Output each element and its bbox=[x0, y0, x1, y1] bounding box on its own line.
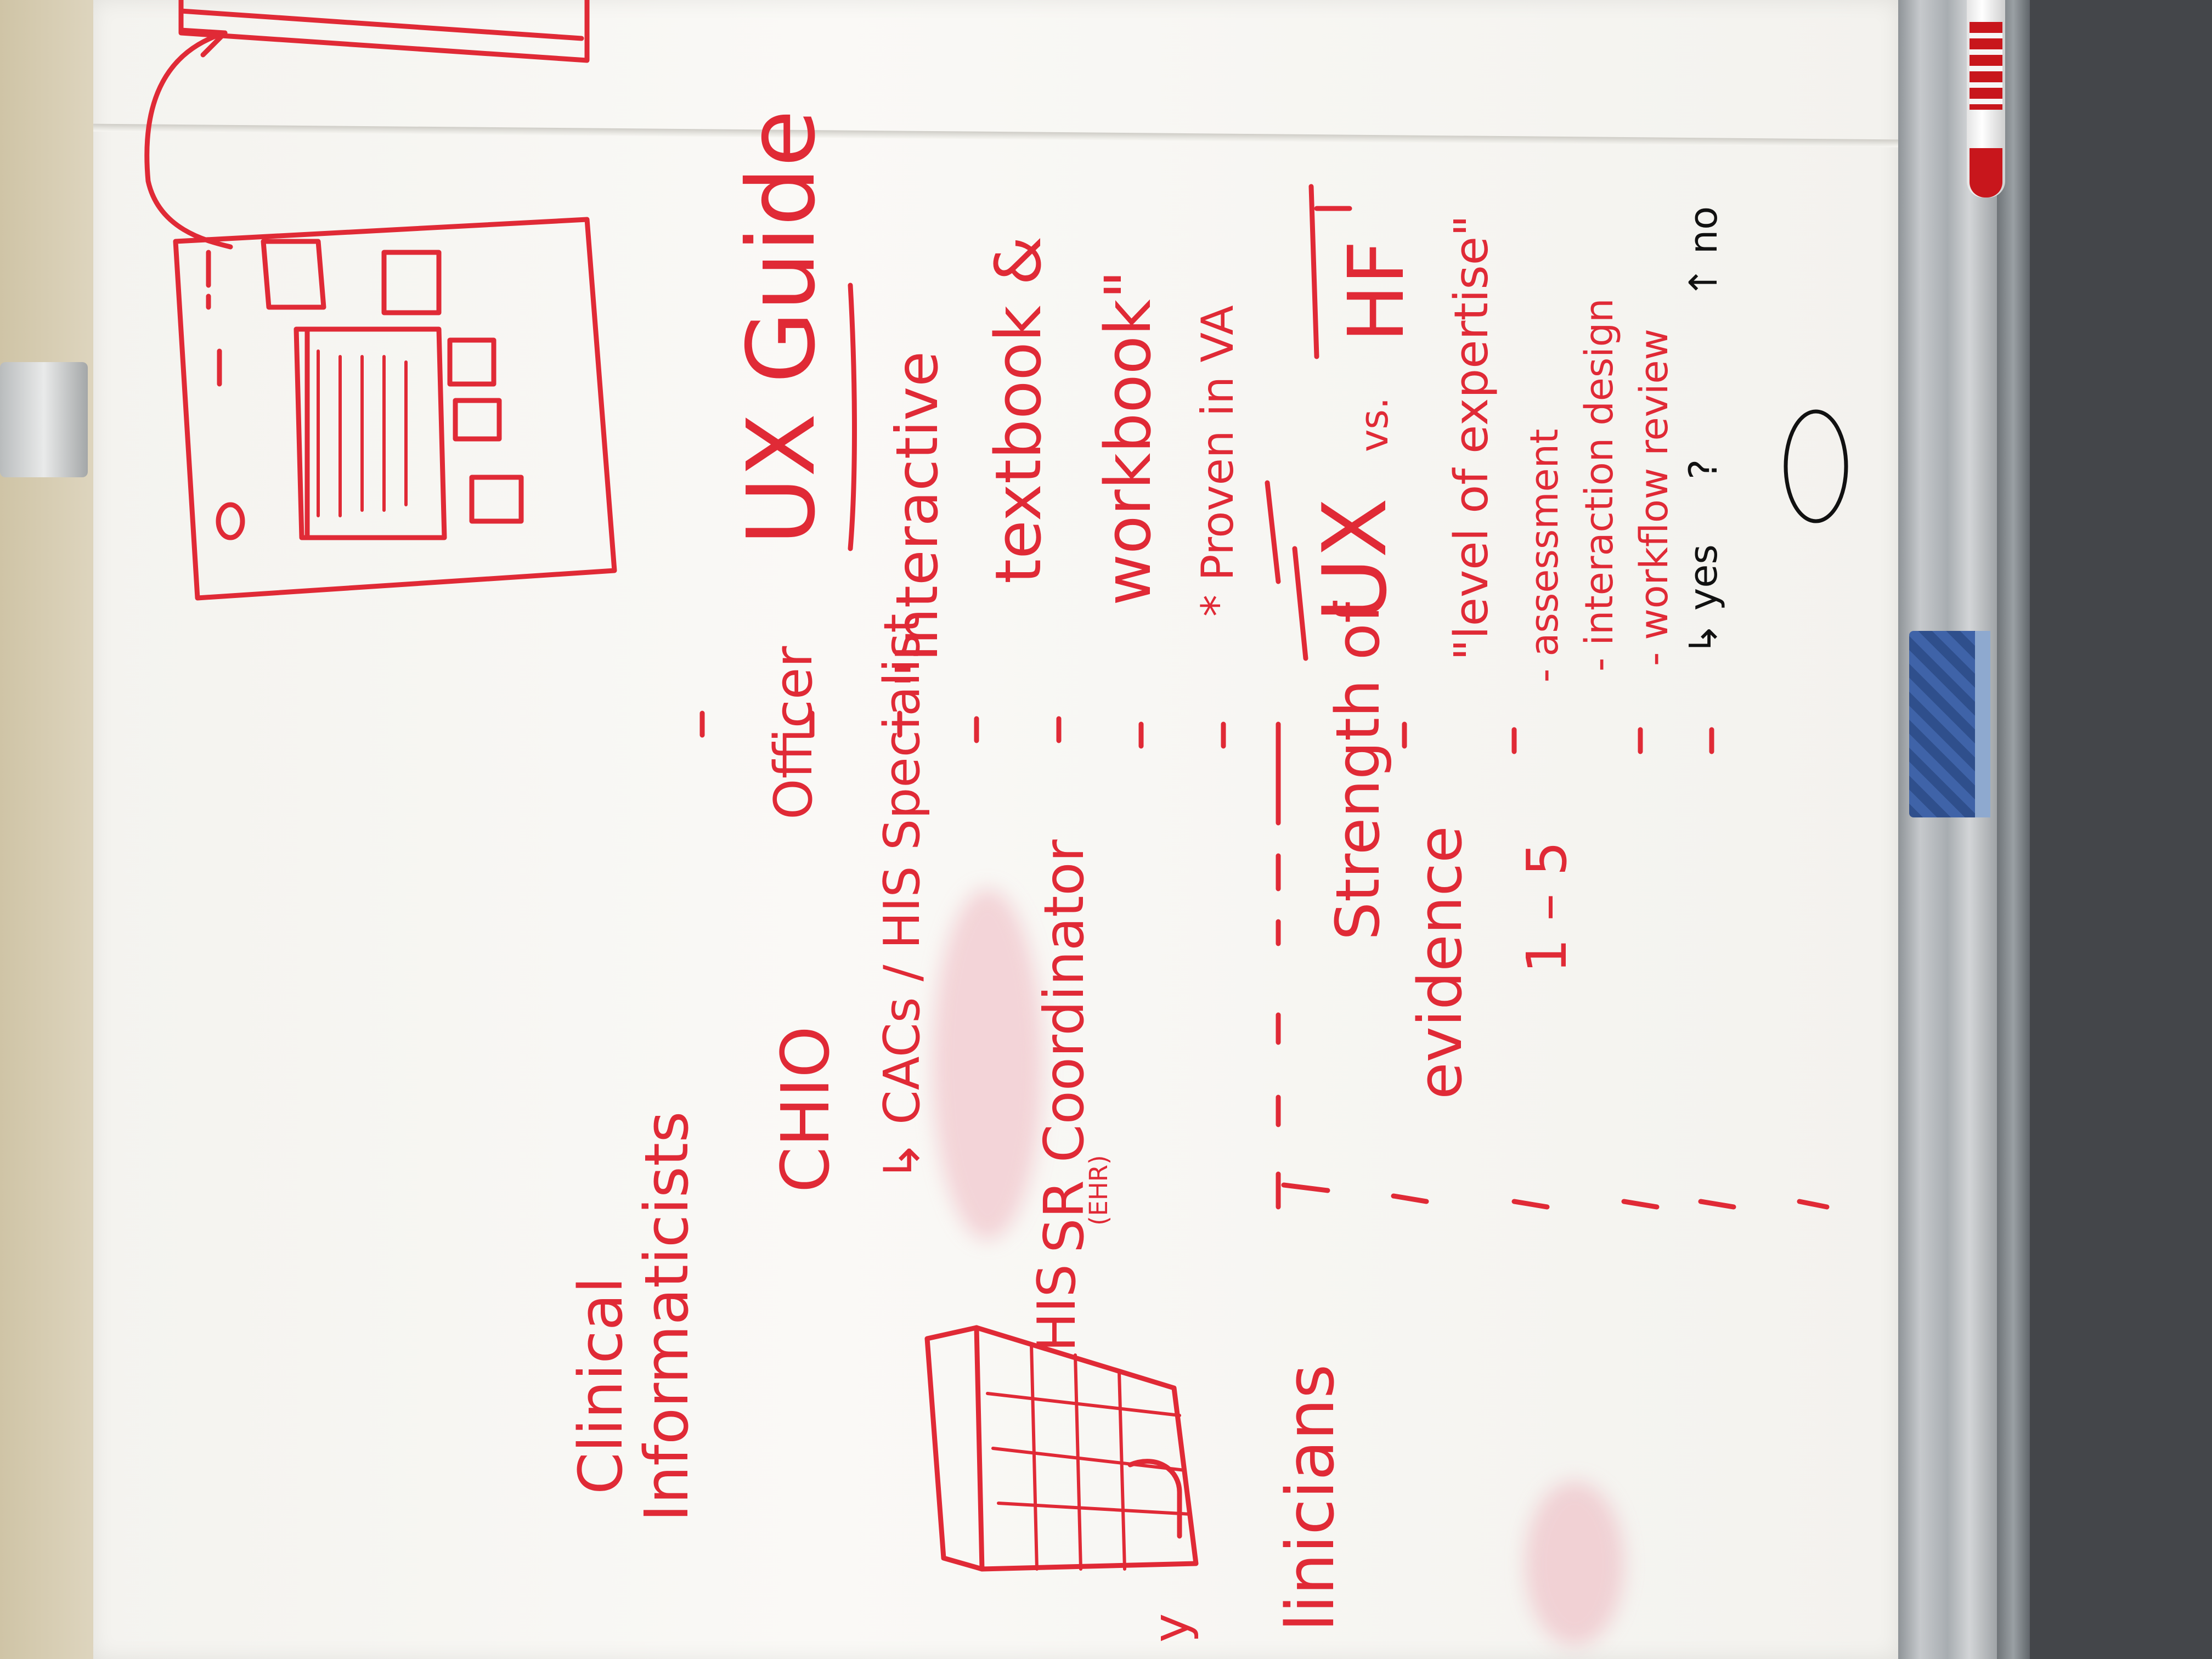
ux-note-interactive: "Interactive bbox=[884, 351, 951, 688]
hf-heading: HF bbox=[1332, 240, 1421, 342]
ux-guide-heading: UX Guide bbox=[727, 109, 836, 545]
building-label: HIS bbox=[1027, 1264, 1087, 1352]
building-sublabel: (EHR) bbox=[1084, 1155, 1113, 1226]
ux-guide-underline bbox=[848, 283, 857, 551]
connector-arrow bbox=[144, 30, 233, 250]
heading-clinical: Clinical bbox=[566, 1277, 636, 1494]
ux-vs-heading: UX bbox=[1304, 498, 1406, 622]
proven-underline bbox=[1265, 480, 1281, 584]
expertise-item-interaction-design: - interaction design bbox=[1577, 298, 1622, 672]
marker-tray bbox=[1898, 0, 2008, 1659]
evidence-scale: 1 – 5 bbox=[1515, 841, 1579, 973]
ux-note-textbook: textbook & bbox=[982, 236, 1056, 584]
tray-lip bbox=[1997, 0, 2030, 1659]
arrowhead bbox=[178, 27, 228, 58]
heading-clinicians: linicians bbox=[1273, 1364, 1349, 1632]
expertise-item-workflow-review: - workflow review bbox=[1632, 329, 1677, 666]
cutoff-y: y bbox=[1142, 1613, 1200, 1643]
wireframe-screen-sketch bbox=[173, 217, 617, 601]
question-circle bbox=[1784, 409, 1848, 523]
vs-label: vs. bbox=[1352, 397, 1397, 452]
dashed-divider-lines bbox=[699, 184, 1830, 1210]
evidence-evidence: evidence bbox=[1405, 826, 1475, 1099]
ux-note-proven: * Proven in VA bbox=[1192, 305, 1243, 617]
whiteboard-eraser bbox=[1909, 631, 1980, 817]
heading-informaticists: Informaticists bbox=[631, 1111, 702, 1522]
heading-officer: Officer bbox=[764, 646, 824, 820]
role-chio: CHIO bbox=[768, 1026, 844, 1193]
erased-smudge bbox=[933, 889, 1042, 1240]
erased-smudge bbox=[1525, 1481, 1624, 1646]
expertise-heading: "level of expertise" bbox=[1444, 215, 1499, 661]
eraser-felt bbox=[1975, 631, 1990, 817]
wall-clip bbox=[0, 362, 88, 477]
ehr-building-sketch bbox=[924, 1325, 1199, 1572]
marker-cap bbox=[1970, 148, 2002, 198]
role-sr-coordinator: SR Coordinator bbox=[1032, 839, 1096, 1253]
role-cacs: ↳ CACs / HIS Specialist bbox=[873, 613, 931, 1182]
whiteboard bbox=[93, 0, 1898, 1659]
decision-question: ? bbox=[1681, 459, 1726, 479]
evidence-strength-of: Strength of bbox=[1323, 602, 1393, 940]
decision-no: ↑ no bbox=[1681, 206, 1726, 298]
floor-shadow bbox=[2030, 0, 2212, 1659]
decision-yes: ↳ yes bbox=[1681, 544, 1726, 655]
ux-note-workbook: workbook" bbox=[1092, 270, 1165, 606]
marker-label bbox=[1970, 22, 2002, 110]
expertise-item-assessment: - assessment bbox=[1522, 428, 1567, 682]
wireframe-sketch-top bbox=[178, 0, 590, 63]
